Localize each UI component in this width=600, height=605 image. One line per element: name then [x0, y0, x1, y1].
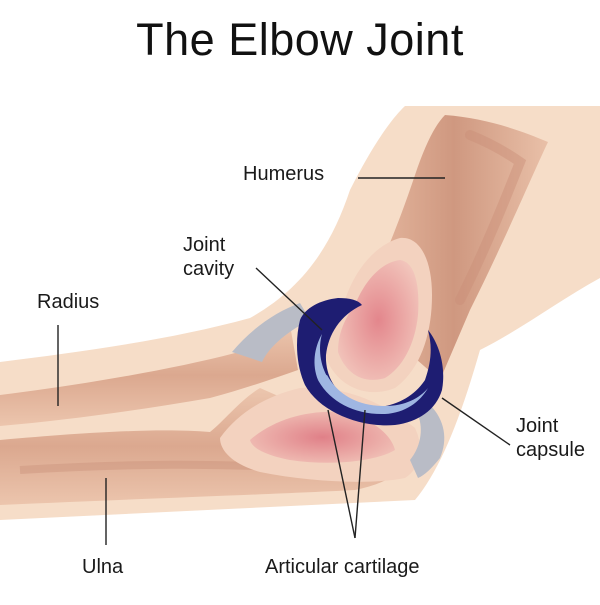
joint-cavity-leader: [255, 267, 323, 331]
label-joint-capsule-line2: capsule: [516, 439, 585, 461]
label-articular-cartilage: Articular cartilage: [265, 556, 420, 578]
label-joint-cavity-line2: cavity: [183, 258, 235, 280]
articular-cartilage-band: [318, 375, 428, 415]
articular-cartilage-leader-2: [354, 409, 366, 539]
radius-bone: [0, 325, 298, 426]
joint-capsule-right: [410, 405, 445, 478]
leader-lines: [57, 177, 511, 545]
joint-capsule-leader: [441, 397, 511, 446]
label-radius: Radius: [37, 291, 100, 313]
label-joint-capsule-line1: Joint: [516, 415, 559, 437]
label-joint-cavity-line1: Joint: [183, 234, 226, 256]
diagram-title: The Elbow Joint: [136, 14, 464, 65]
joint-capsule-upper: [232, 303, 310, 362]
label-ulna: Ulna: [82, 556, 124, 578]
articular-cartilage-leader-1: [327, 409, 356, 539]
label-joint-capsule: Joint capsule: [516, 414, 585, 462]
label-joint-cavity: Joint cavity: [183, 233, 234, 281]
label-humerus: Humerus: [243, 163, 325, 185]
